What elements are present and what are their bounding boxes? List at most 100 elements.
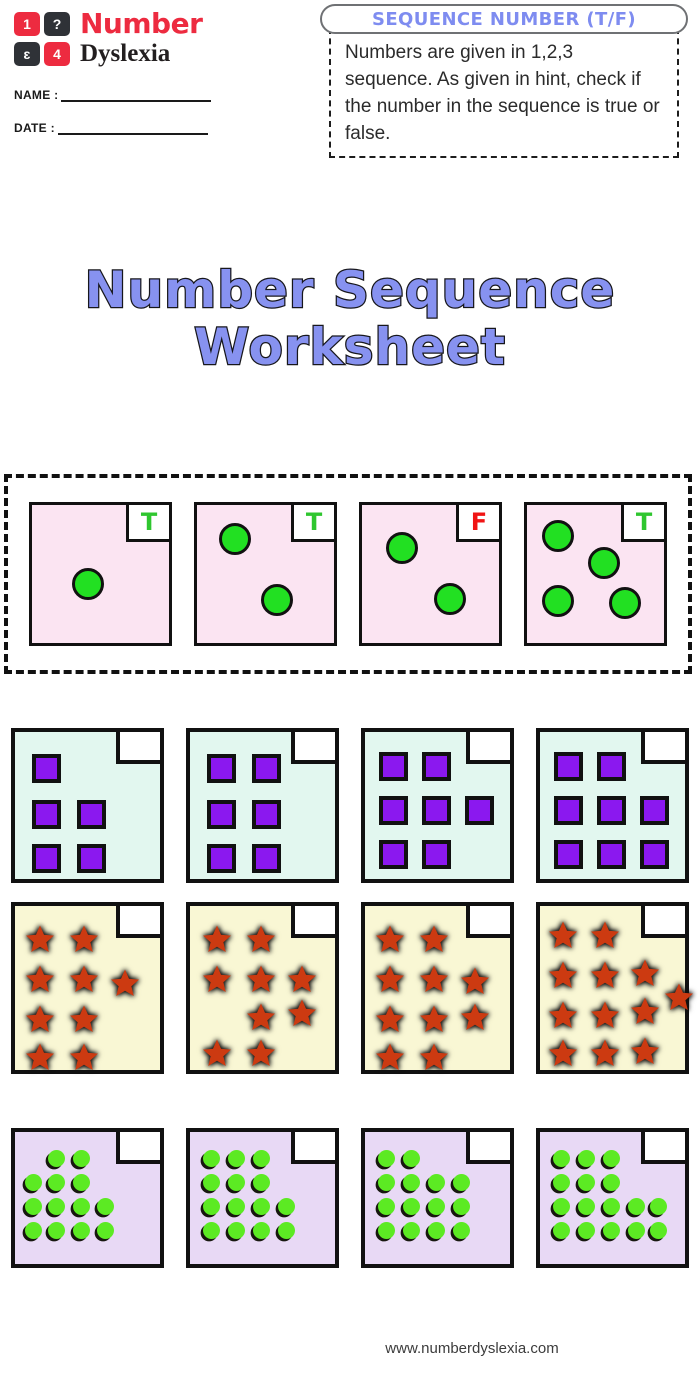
date-input-line[interactable] (57, 122, 208, 135)
clover-token (603, 1222, 620, 1239)
logo-tile-4: 4 (44, 41, 70, 66)
clover-token (453, 1174, 470, 1191)
instruction-body: Numbers are given in 1,2,3 sequence. As … (329, 28, 679, 158)
star-token (69, 1042, 99, 1072)
answer-slot[interactable] (116, 1128, 164, 1164)
answer-slot[interactable] (116, 902, 164, 938)
star-token (375, 924, 405, 954)
square-token (465, 796, 494, 825)
clover-token (25, 1222, 42, 1239)
square-token (379, 840, 408, 869)
clover-token (650, 1198, 667, 1215)
circle-token (542, 520, 574, 552)
star-token (630, 996, 660, 1026)
answer-slot[interactable] (291, 728, 339, 764)
square-token (379, 796, 408, 825)
example-box: T (29, 502, 172, 646)
circle-token (386, 532, 418, 564)
answer-slot[interactable] (291, 1128, 339, 1164)
example-box: T (524, 502, 667, 646)
question-box (361, 728, 514, 883)
answer-slot[interactable] (641, 902, 689, 938)
clover-token (578, 1174, 595, 1191)
question-box (11, 902, 164, 1074)
star-token (287, 964, 317, 994)
star-token (69, 1004, 99, 1034)
star-token (590, 920, 620, 950)
clover-token (628, 1222, 645, 1239)
circle-token (542, 585, 574, 617)
clover-token (228, 1222, 245, 1239)
clover-token (628, 1198, 645, 1215)
star-token (460, 1002, 490, 1032)
star-token (246, 924, 276, 954)
square-token (379, 752, 408, 781)
answer-slot[interactable] (641, 728, 689, 764)
square-token (597, 796, 626, 825)
answer-slot[interactable]: F (456, 502, 502, 542)
star-token (664, 982, 694, 1012)
question-box (186, 902, 339, 1074)
answer-slot[interactable] (641, 1128, 689, 1164)
circle-token (434, 583, 466, 615)
square-token (597, 840, 626, 869)
clover-token (97, 1222, 114, 1239)
question-box (361, 902, 514, 1074)
clover-token (48, 1198, 65, 1215)
clover-token (228, 1150, 245, 1167)
clover-token (278, 1222, 295, 1239)
clover-token (553, 1174, 570, 1191)
question-box (361, 1128, 514, 1268)
star-token (548, 1038, 578, 1068)
clover-token (428, 1174, 445, 1191)
star-token (419, 924, 449, 954)
star-token (246, 964, 276, 994)
clover-token (48, 1222, 65, 1239)
clover-token (278, 1198, 295, 1215)
star-token (548, 960, 578, 990)
square-token (32, 844, 61, 873)
clover-token (73, 1222, 90, 1239)
answer-slot[interactable] (116, 728, 164, 764)
clover-token (73, 1198, 90, 1215)
square-token (640, 840, 669, 869)
question-box (11, 728, 164, 883)
square-token (252, 844, 281, 873)
answer-slot[interactable]: T (621, 502, 667, 542)
answer-slot[interactable]: T (126, 502, 172, 542)
answer-slot[interactable] (466, 902, 514, 938)
footer-url: www.numberdyslexia.com (385, 1340, 559, 1357)
square-token (422, 840, 451, 869)
clover-token (378, 1222, 395, 1239)
clover-token (73, 1174, 90, 1191)
star-token (375, 964, 405, 994)
clover-token (578, 1222, 595, 1239)
clover-token (553, 1150, 570, 1167)
brand-word-number: Number (80, 7, 203, 40)
star-token (25, 924, 55, 954)
clover-token (603, 1198, 620, 1215)
question-box (536, 1128, 689, 1268)
star-token (202, 924, 232, 954)
star-token (590, 960, 620, 990)
instruction-card: SEQUENCE NUMBER (T/F) Numbers are given … (320, 4, 688, 158)
circle-token (588, 547, 620, 579)
clover-token (203, 1222, 220, 1239)
answer-slot[interactable]: T (291, 502, 337, 542)
answer-slot[interactable] (466, 728, 514, 764)
clover-token (253, 1198, 270, 1215)
answer-slot[interactable] (466, 1128, 514, 1164)
clover-token (578, 1150, 595, 1167)
clover-token (453, 1198, 470, 1215)
clover-token (228, 1174, 245, 1191)
square-token (422, 752, 451, 781)
star-token (69, 924, 99, 954)
name-input-line[interactable] (61, 89, 212, 102)
answer-slot[interactable] (291, 902, 339, 938)
star-token (548, 920, 578, 950)
clover-token (428, 1222, 445, 1239)
question-box (11, 1128, 164, 1268)
clover-token (578, 1198, 595, 1215)
clover-token (453, 1222, 470, 1239)
